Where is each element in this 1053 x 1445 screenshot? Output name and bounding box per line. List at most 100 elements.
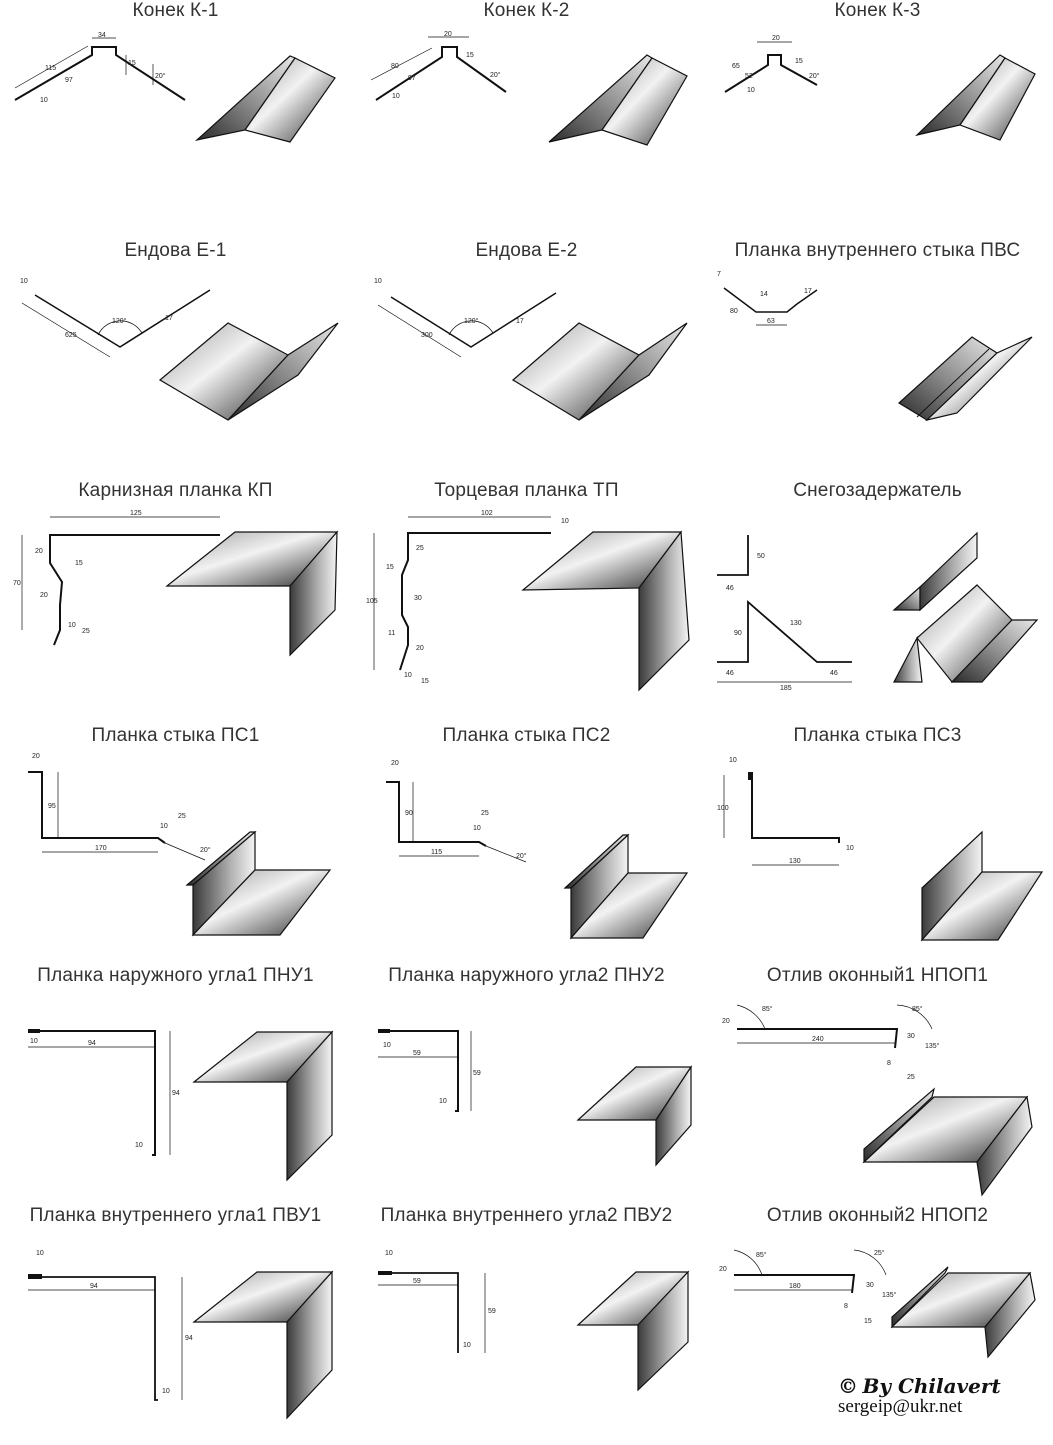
dim-label: 10 xyxy=(160,823,168,830)
dim-label: 10 xyxy=(439,1098,447,1105)
panel-otliv-okonnyi1-npop1: Отлив оконный1 НПОП1 20 85° 240 85° 30 1… xyxy=(702,965,1053,1205)
dim-label: 25° xyxy=(874,1249,885,1257)
profile-drawing: 50 46 130 90 46 46 185 xyxy=(717,535,852,692)
profile-drawing: 20 90 25 10 115 20° xyxy=(386,760,527,863)
dim-label: 20 xyxy=(40,592,48,599)
panel-title: Снегозадержатель xyxy=(793,480,962,501)
panel-title: Планка стыка ПС1 xyxy=(91,725,260,746)
panel-title: Торцевая планка ТП xyxy=(434,480,619,501)
profile-3d-render xyxy=(165,530,339,657)
dim-label: 50 xyxy=(757,553,765,560)
dim-label: 14 xyxy=(760,291,768,298)
dim-label: 46 xyxy=(726,670,734,677)
dim-label: 30 xyxy=(866,1282,874,1289)
panel-planka-naruzhnogo-ugla1-pnu1: Планка наружного угла1 ПНУ1 10 94 94 10 xyxy=(0,965,351,1205)
profile-drawing: 10 59 59 10 xyxy=(378,1029,481,1112)
dim-label: 15 xyxy=(75,560,83,567)
panel-title: Отлив оконный2 НПОП2 xyxy=(766,1205,989,1226)
panel-planka-naruzhnogo-ugla2-pnu2: Планка наружного угла2 ПНУ2 10 59 59 10 xyxy=(351,965,702,1205)
profile-drawing: 125 20 15 70 20 10 25 xyxy=(13,510,220,646)
dim-label: 97 xyxy=(408,75,416,82)
panel-title: Планка наружного угла1 ПНУ1 xyxy=(37,965,314,986)
dim-label: 30 xyxy=(907,1033,915,1040)
panel-title: Планка внутреннего стыка ПВС xyxy=(734,240,1021,261)
panel-title: Карнизная планка КП xyxy=(78,480,273,501)
dim-label: 94 xyxy=(172,1090,180,1097)
dim-label: 10 xyxy=(20,278,28,285)
dim-label: 10 xyxy=(135,1142,143,1149)
dim-label: 15 xyxy=(864,1318,872,1325)
dim-label: 95 xyxy=(48,803,56,810)
panel-konek-k3: Конек К-3 20 15 20° 65 52 10 xyxy=(702,0,1053,240)
dim-label: 46 xyxy=(830,670,838,677)
dim-label: 102 xyxy=(481,510,493,517)
profile-3d-render xyxy=(892,531,1039,683)
dim-label: 10 xyxy=(383,1042,391,1049)
dim-label: 94 xyxy=(90,1283,98,1290)
dim-label: 10 xyxy=(747,87,755,94)
panel-title: Планка наружного угла2 ПНУ2 xyxy=(388,965,665,986)
dim-label: 11 xyxy=(388,630,395,637)
dim-label: 80 xyxy=(391,63,399,70)
panel-snegozaderzhatel: Снегозадержатель 50 46 130 90 46 46 185 xyxy=(702,480,1053,720)
dim-label: 63 xyxy=(767,318,775,325)
dim-label: 10 xyxy=(473,825,481,832)
panel-title: Отлив оконный1 НПОП1 xyxy=(766,965,989,986)
dim-label: 130 xyxy=(790,620,802,627)
dim-label: 20 xyxy=(391,760,399,767)
dim-label: 59 xyxy=(413,1278,421,1285)
dim-label: 15 xyxy=(421,678,429,685)
dim-label: 15 xyxy=(128,60,136,67)
dim-label: 59 xyxy=(488,1308,496,1315)
profile-3d-render xyxy=(158,322,339,421)
profile-3d-render xyxy=(898,336,1033,422)
dim-label: 94 xyxy=(185,1335,193,1342)
dim-label: 135° xyxy=(925,1042,940,1050)
dim-label: 10 xyxy=(374,278,382,285)
dim-label: 20 xyxy=(772,35,780,42)
dim-label: 10 xyxy=(36,1250,44,1257)
profile-3d-render xyxy=(511,322,688,421)
dim-label: 15 xyxy=(795,58,803,65)
dim-label: 240 xyxy=(812,1036,824,1043)
dim-label: 65 xyxy=(732,63,740,70)
dim-label: 25 xyxy=(416,545,424,552)
profile-3d-render xyxy=(194,55,336,143)
dim-label: 80 xyxy=(730,308,738,315)
dim-label: 59 xyxy=(473,1070,481,1077)
dim-label: 10 xyxy=(846,845,854,852)
panel-planka-vnutrennego-ugla1-pvu1: Планка внутреннего угла1 ПВУ1 10 94 94 1… xyxy=(0,1205,351,1445)
dim-label: 10 xyxy=(729,757,737,764)
profile-3d-render xyxy=(576,1065,693,1167)
dim-label: 185 xyxy=(780,685,792,692)
dim-label: 52 xyxy=(745,73,753,80)
dim-label: 25 xyxy=(82,628,90,635)
panel-endova-e2: Ендова Е-2 10 120° 300 17 xyxy=(351,240,702,480)
dim-label: 20 xyxy=(722,1018,730,1025)
dim-label: 10 xyxy=(68,622,76,629)
dim-label: 120° xyxy=(112,317,127,325)
profile-3d-render xyxy=(192,1030,334,1182)
profile-3d-render xyxy=(548,54,688,146)
dim-label: 10 xyxy=(162,1388,170,1395)
profile-drawing: 10 120° 300 17 xyxy=(374,278,557,358)
dim-label: 34 xyxy=(98,32,106,39)
dim-label: 125 xyxy=(130,510,142,517)
dim-label: 625 xyxy=(65,332,77,339)
dim-label: 15 xyxy=(386,564,394,571)
dim-label: 17 xyxy=(804,288,812,295)
profile-drawing: 20 15 20° 65 52 10 xyxy=(724,35,820,94)
dim-label: 70 xyxy=(13,580,21,587)
dim-label: 90 xyxy=(405,810,413,817)
dim-label: 15 xyxy=(466,52,474,59)
profile-drawing: 34 15 20° 115 97 10 xyxy=(14,32,186,104)
author-signature: © By Chilavert sergeip@ukr.net xyxy=(838,1374,1038,1418)
dim-label: 115 xyxy=(431,849,442,856)
dim-label: 10 xyxy=(463,1342,471,1349)
panel-title: Планка стыка ПС3 xyxy=(793,725,962,746)
author-name: By Chilavert xyxy=(862,1374,1001,1398)
dim-label: 85° xyxy=(762,1005,773,1013)
profile-3d-render xyxy=(915,54,1036,141)
dim-label: 10 xyxy=(385,1250,393,1257)
profile-drawing: 10 94 94 10 xyxy=(28,1250,193,1401)
